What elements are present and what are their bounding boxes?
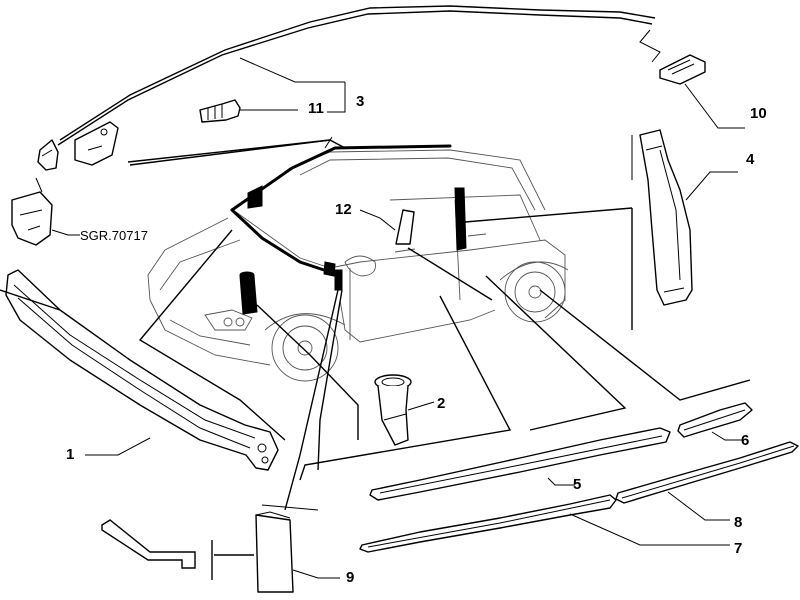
callout-7: 7 <box>734 540 742 557</box>
part-8-molding <box>615 441 799 504</box>
callout-10: 10 <box>750 105 767 122</box>
callout-3: 3 <box>356 93 364 110</box>
callout-5: 5 <box>573 476 581 493</box>
car-outline <box>147 149 569 382</box>
callout-12: 12 <box>335 201 352 218</box>
part-12-mirror-bracket <box>395 209 415 245</box>
reference-bracket <box>11 191 53 246</box>
callout-6: 6 <box>741 432 749 449</box>
reference-code-label: SGR.70717 <box>80 228 148 243</box>
part-3-roof-rail <box>37 5 656 171</box>
boot-on-car <box>239 271 258 315</box>
leader-lines <box>0 29 751 580</box>
part-9-pad <box>255 511 294 593</box>
callout-4: 4 <box>746 151 755 168</box>
callout-2: 2 <box>437 395 445 412</box>
part-6-molding <box>677 402 753 438</box>
windshield-seal <box>230 144 467 291</box>
part-1-lower-beam <box>5 269 279 471</box>
part-11-clip <box>199 99 241 123</box>
callout-8: 8 <box>734 514 742 531</box>
part-7-molding <box>359 494 617 553</box>
part-2-grommet <box>374 374 412 446</box>
part-10-connector <box>659 54 706 85</box>
hook-bracket <box>101 519 196 569</box>
callout-11: 11 <box>308 100 324 117</box>
part-4-pillar-trim <box>639 129 693 306</box>
callout-9: 9 <box>346 569 354 586</box>
callout-1: 1 <box>66 446 74 463</box>
part-5-molding <box>369 427 671 501</box>
